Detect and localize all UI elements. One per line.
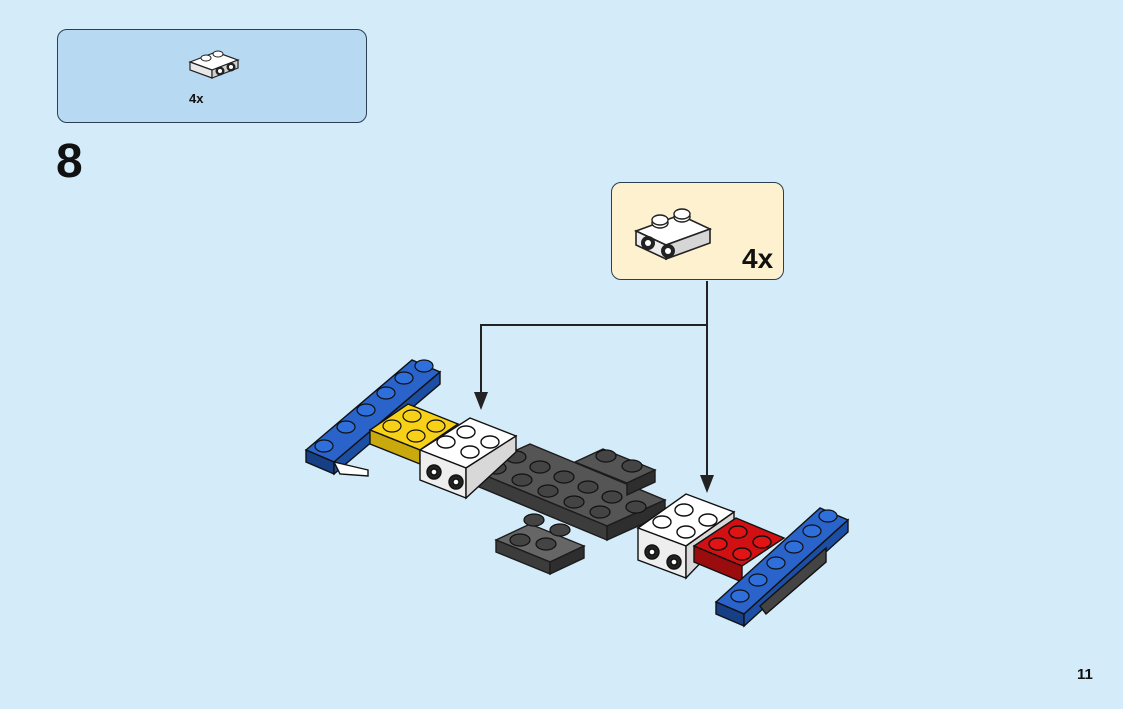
callout-box: 4x bbox=[611, 182, 784, 280]
yellow-plate bbox=[368, 403, 460, 466]
left-white-bracket bbox=[418, 417, 518, 500]
chassis-dark-plate bbox=[470, 443, 667, 576]
arrow-head-right bbox=[700, 475, 714, 493]
red-plate bbox=[692, 517, 786, 584]
bracket-plate-icon bbox=[186, 44, 242, 89]
bracket-plate-icon bbox=[632, 201, 716, 272]
step-number: 8 bbox=[56, 135, 83, 188]
chassis-studs bbox=[485, 449, 647, 551]
parts-list-box: 4x bbox=[57, 29, 367, 123]
arrow-head-left bbox=[474, 392, 488, 410]
callout-quantity: 4x bbox=[742, 243, 774, 274]
yellow-studs bbox=[382, 409, 446, 443]
left-blue-studs bbox=[314, 359, 434, 453]
right-blue-studs bbox=[730, 509, 838, 603]
page-number: 11 bbox=[1077, 666, 1093, 683]
parts-quantity: 4x bbox=[189, 91, 204, 106]
placement-arrows bbox=[480, 281, 708, 478]
